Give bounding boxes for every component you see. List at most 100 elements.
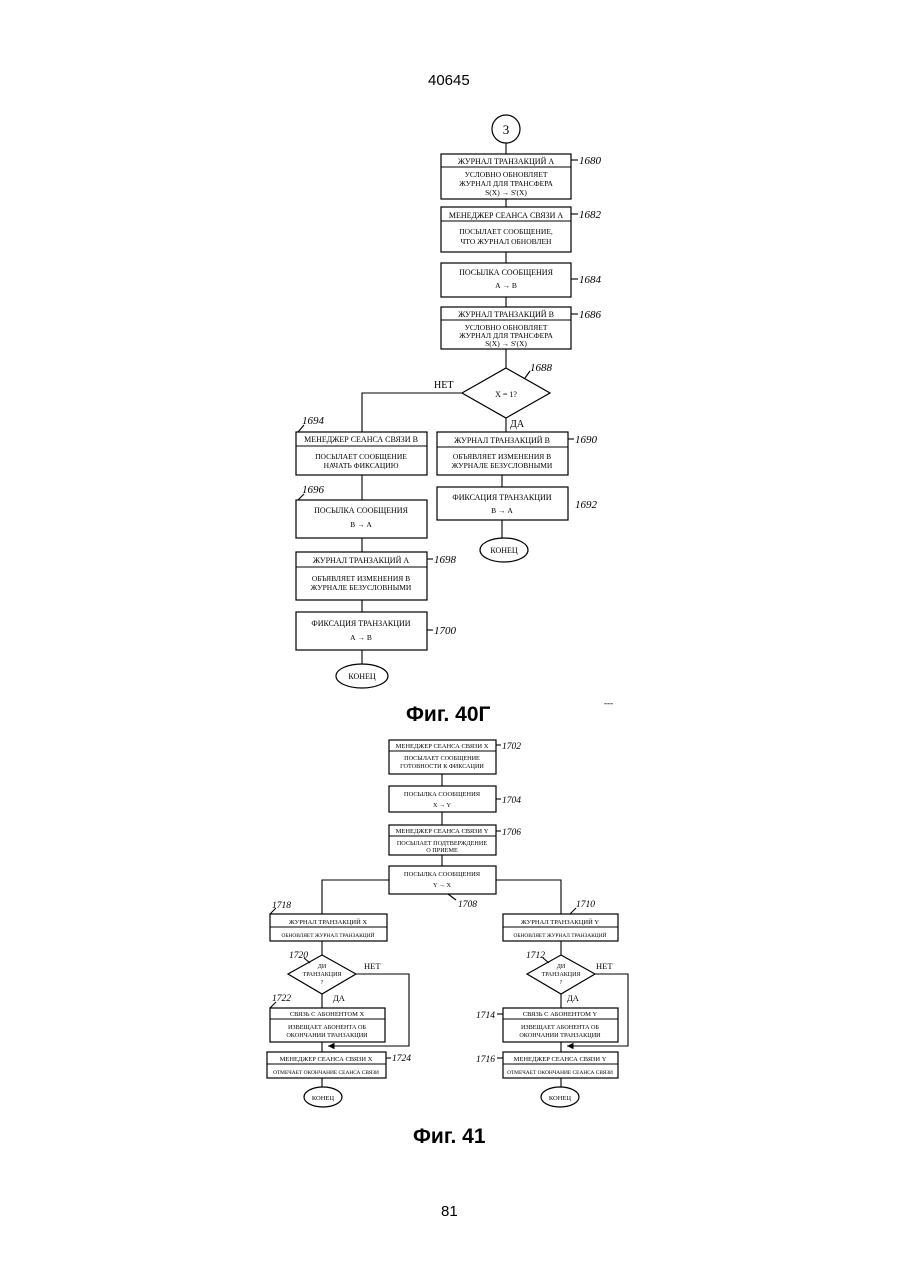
box-title: МЕНЕДЖЕР СЕАНСА СВЯЗИ Y — [396, 828, 489, 835]
box-body: УСЛОВНО ОБНОВЛЯЕТ — [465, 170, 548, 179]
decision-text: ТРАНЗАКЦИЯ — [542, 972, 581, 978]
ref-label: 1686 — [579, 309, 602, 321]
box-1718: 1718 ЖУРНАЛ ТРАНЗАКЦИЙ X ОБНОВЛЯЕТ ЖУРНА… — [270, 901, 387, 941]
terminal-label: КОНЕЦ — [490, 546, 518, 555]
ref-label: 1682 — [579, 209, 602, 221]
box-title: ЖУРНАЛ ТРАНЗАКЦИЙ В — [458, 310, 554, 319]
ref-label: 1718 — [272, 901, 291, 911]
branch-yes-label: ДА — [510, 419, 525, 430]
decision-1712: ДИ ТРАНЗАКЦИЯ ? 1712 НЕТ ДА — [526, 951, 613, 1003]
box-title: ПОСЫЛКА СООБЩЕНИЯ — [459, 268, 554, 277]
ref-label: 1690 — [575, 434, 598, 446]
decision-text: ? — [560, 980, 563, 986]
box-body: ОБЪЯВЛЯЕТ ИЗМЕНЕНИЯ В — [453, 452, 551, 461]
figure-41-diagram: МЕНЕДЖЕР СЕАНСА СВЯЗИ X ПОСЫЛАЕТ СООБЩЕН… — [267, 740, 628, 1107]
branch-no-label: НЕТ — [434, 380, 453, 391]
box-body: ПОСЫЛАЕТ СООБЩЕНИЕ, — [459, 227, 553, 236]
box-title: ПОСЫЛКА СООБЩЕНИЯ — [314, 506, 409, 515]
box-title: СВЯЗЬ С АБОНЕНТОМ X — [290, 1011, 365, 1018]
box-body: S(X) → S'(X) — [485, 188, 527, 197]
terminal-label: КОНЕЦ — [312, 1095, 335, 1102]
box-body: О ПРИЕМЕ — [426, 847, 458, 854]
box-body: ЧТО ЖУРНАЛ ОБНОВЛЕН — [461, 237, 552, 246]
decision-text: ДИ — [318, 964, 327, 970]
box-body: ОКОНЧАНИИ ТРАНЗАКЦИИ — [519, 1032, 601, 1039]
box-body: НАЧАТЬ ФИКСАЦИЮ — [324, 461, 399, 470]
end-terminal-fig41-left: КОНЕЦ — [304, 1087, 342, 1107]
ref-label: 1716 — [476, 1055, 495, 1065]
box-1706: МЕНЕДЖЕР СЕАНСА СВЯЗИ Y ПОСЫЛАЕТ ПОДТВЕР… — [389, 825, 521, 855]
box-body: ЖУРНАЛЕ БЕЗУСЛОВНЫМИ — [452, 461, 553, 470]
box-body: ГОТОВНОСТИ К ФИКСАЦИИ — [400, 763, 484, 770]
box-body: ОКОНЧАНИИ ТРАНЗАКЦИИ — [286, 1032, 368, 1039]
box-body: ПОСЫЛАЕТ СООБЩЕНИЕ — [404, 755, 480, 762]
box-1684: ПОСЫЛКА СООБЩЕНИЯ А → В 1684 — [441, 263, 602, 297]
box-title: ПОСЫЛКА СООБЩЕНИЯ — [404, 871, 481, 878]
box-body: ОБНОВЛЯЕТ ЖУРНАЛ ТРАНЗАКЦИЙ — [514, 931, 607, 939]
branch-no-label: НЕТ — [364, 961, 381, 971]
decision-text: ТРАНЗАКЦИЯ — [303, 972, 342, 978]
ref-label: 1708 — [458, 900, 477, 910]
box-1698: ЖУРНАЛ ТРАНЗАКЦИЙ А ОБЪЯВЛЯЕТ ИЗМЕНЕНИЯ … — [296, 552, 457, 600]
box-body: ОТМЕЧАЕТ ОКОНЧАНИЕ СЕАНСА СВЯЗИ — [507, 1070, 613, 1076]
box-body: ПОСЫЛАЕТ СООБЩЕНИЕ — [315, 452, 407, 461]
ref-label: 1694 — [302, 415, 325, 427]
box-body: ИЗВЕЩАЕТ АБОНЕНТА ОБ — [521, 1024, 599, 1031]
decision-text: ? — [321, 980, 324, 986]
box-title: ЖУРНАЛ ТРАНЗАКЦИЙ В — [454, 436, 550, 445]
end-terminal-right: КОНЕЦ — [480, 538, 528, 562]
ref-label: 1684 — [579, 274, 602, 286]
ref-label: 1714 — [476, 1011, 495, 1021]
ref-label: 1724 — [392, 1054, 411, 1064]
box-title: СВЯЗЬ С АБОНЕНТОМ Y — [523, 1011, 598, 1018]
decision-1688: X = 1? 1688 НЕТ ДА — [434, 362, 553, 430]
box-title: ЖУРНАЛ ТРАНЗАКЦИЙ А — [313, 556, 409, 565]
box-title: ПОСЫЛКА СООБЩЕНИЯ — [404, 791, 481, 798]
figure-40g-caption: Фиг. 40Г — [406, 703, 490, 727]
box-1716: МЕНЕДЖЕР СЕАНСА СВЯЗИ Y ОТМЕЧАЕТ ОКОНЧАН… — [476, 1052, 618, 1078]
end-terminal-left: КОНЕЦ — [336, 664, 388, 688]
box-1700: ФИКСАЦИЯ ТРАНЗАКЦИИ А → В 1700 — [296, 612, 457, 650]
ref-label: 1712 — [526, 951, 545, 961]
ref-label: 1700 — [434, 625, 457, 637]
box-title: МЕНЕДЖЕР СЕАНСА СВЯЗИ X — [396, 743, 489, 750]
box-1714: СВЯЗЬ С АБОНЕНТОМ Y ИЗВЕЩАЕТ АБОНЕНТА ОБ… — [476, 1008, 618, 1042]
box-body: ИЗВЕЩАЕТ АБОНЕНТА ОБ — [288, 1024, 366, 1031]
box-1704: ПОСЫЛКА СООБЩЕНИЯ X → Y 1704 — [389, 786, 521, 812]
box-1724: МЕНЕДЖЕР СЕАНСА СВЯЗИ X ОТМЕЧАЕТ ОКОНЧАН… — [267, 1052, 411, 1078]
ref-label: 1710 — [576, 900, 595, 910]
box-title: ЖУРНАЛ ТРАНЗАКЦИЙ А — [458, 157, 554, 166]
figure-40g-diagram: 3 ЖУРНАЛ ТРАНЗАКЦИЙ А УСЛОВНО ОБНОВЛЯЕТ … — [296, 115, 602, 688]
box-body: А → В — [495, 281, 517, 290]
box-1702: МЕНЕДЖЕР СЕАНСА СВЯЗИ X ПОСЫЛАЕТ СООБЩЕН… — [389, 740, 521, 774]
branch-no-label: НЕТ — [596, 961, 613, 971]
box-body: ЖУРНАЛ ДЛЯ ТРАНСФЕРА — [459, 179, 553, 188]
box-body: ОБНОВЛЯЕТ ЖУРНАЛ ТРАНЗАКЦИЙ — [282, 931, 375, 939]
box-body: Y → X — [433, 882, 452, 889]
box-body: В → А — [350, 520, 372, 529]
page-mark: --- — [604, 698, 613, 708]
connector-3: 3 — [492, 115, 520, 143]
box-title: МЕНЕДЖЕР СЕАНСА СВЯЗИ Y — [514, 1056, 607, 1063]
terminal-label: КОНЕЦ — [348, 672, 376, 681]
end-terminal-fig41-right: КОНЕЦ — [541, 1087, 579, 1107]
page-bottom-number: 81 — [441, 1203, 458, 1220]
box-title: МЕНЕДЖЕР СЕАНСА СВЯЗИ В — [304, 435, 418, 444]
decision-text: ДИ — [557, 964, 566, 970]
connector-label: 3 — [503, 122, 510, 137]
box-title: ЖУРНАЛ ТРАНЗАКЦИЙ Y — [521, 918, 600, 926]
box-title: ФИКСАЦИЯ ТРАНЗАКЦИИ — [452, 493, 551, 502]
ref-label: 1696 — [302, 484, 325, 496]
box-body: В → А — [491, 506, 513, 515]
box-body: ПОСЫЛАЕТ ПОДТВЕРЖДЕНИЕ — [397, 840, 488, 847]
branch-yes-label: ДА — [333, 993, 346, 1003]
box-body: S(X) → S'(X) — [485, 339, 527, 348]
box-body: А → В — [350, 633, 372, 642]
figure-41-caption: Фиг. 41 — [413, 1125, 486, 1149]
branch-yes-label: ДА — [567, 993, 580, 1003]
decision-text: X = 1? — [495, 390, 517, 399]
ref-label: 1692 — [575, 499, 598, 511]
box-title: ФИКСАЦИЯ ТРАНЗАКЦИИ — [311, 619, 410, 628]
ref-label: 1720 — [289, 951, 308, 961]
